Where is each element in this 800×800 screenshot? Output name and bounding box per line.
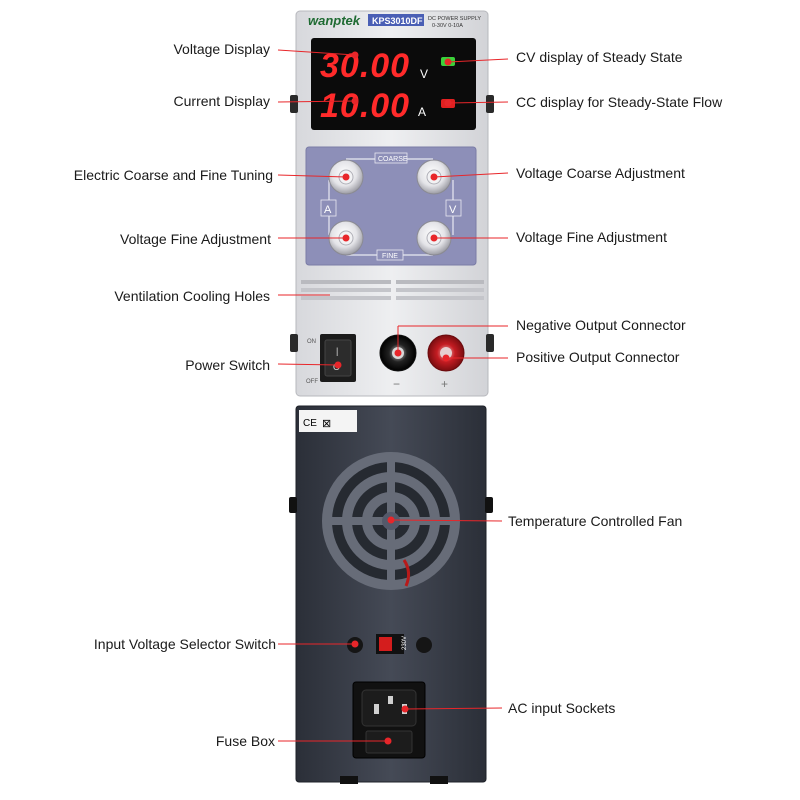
a-label: A (324, 204, 332, 216)
positive-terminal[interactable] (427, 334, 465, 372)
spec-line-1: DC POWER SUPPLY (428, 16, 481, 22)
label-cv-display: CV display of Steady State (516, 49, 683, 65)
label-voltage-fine-left: Voltage Fine Adjustment (120, 231, 271, 247)
fine-label: FINE (382, 253, 398, 260)
power-switch[interactable]: | O (320, 334, 356, 382)
front-unit: wanptek KPS3010DF DC POWER SUPPLY 0-30V … (290, 10, 494, 397)
label-cc-display: CC display for Steady-State Flow (516, 94, 723, 110)
on-label: ON (307, 339, 316, 345)
current-reading: 10.00 (320, 87, 410, 125)
label-power-switch: Power Switch (185, 357, 270, 373)
spec-line-2: 0-30V 0-10A (432, 23, 463, 29)
ac-inlet-module (352, 681, 426, 759)
off-label: OFF (306, 379, 318, 385)
label-fan: Temperature Controlled Fan (508, 513, 683, 529)
display-panel: 30.00 V 10.00 A (311, 38, 476, 130)
current-unit: A (418, 105, 426, 119)
selector-label: 230V (402, 636, 408, 650)
label-voltage-coarse: Voltage Coarse Adjustment (516, 165, 685, 181)
leader-lines (277, 49, 509, 745)
switch-on-glyph: | (336, 346, 338, 356)
label-ac-input: AC input Sockets (508, 700, 616, 716)
label-negative-output: Negative Output Connector (516, 317, 686, 333)
brand-logo: wanptek (308, 13, 361, 28)
input-voltage-selector[interactable]: 230V (376, 634, 408, 654)
v-label: V (449, 204, 457, 216)
label-voltage-display: Voltage Display (173, 41, 270, 57)
weee-mark: ⊠ (322, 418, 331, 430)
rear-unit: CE ⊠ 230V (289, 405, 493, 784)
ce-mark: CE (303, 418, 317, 429)
label-current-display: Current Display (173, 93, 270, 109)
certification-sticker (299, 410, 357, 432)
plus-symbol: + (441, 377, 448, 391)
label-ventilation: Ventilation Cooling Holes (114, 288, 270, 304)
voltage-unit: V (420, 67, 428, 81)
rear-screw-right (416, 637, 432, 653)
label-fuse-box: Fuse Box (215, 733, 275, 749)
voltage-reading: 30.00 (320, 47, 410, 85)
label-voltage-fine-right: Voltage Fine Adjustment (516, 229, 667, 245)
ac-input-socket[interactable] (361, 689, 417, 727)
label-positive-output: Positive Output Connector (516, 349, 680, 365)
label-electric-coarse-fine: Electric Coarse and Fine Tuning (73, 167, 273, 183)
label-input-selector: Input Voltage Selector Switch (93, 636, 276, 652)
model-name: KPS3010DF (372, 16, 423, 26)
ventilation-slots (301, 280, 484, 300)
coarse-label: COARSE (378, 156, 408, 163)
minus-symbol: − (393, 377, 400, 391)
